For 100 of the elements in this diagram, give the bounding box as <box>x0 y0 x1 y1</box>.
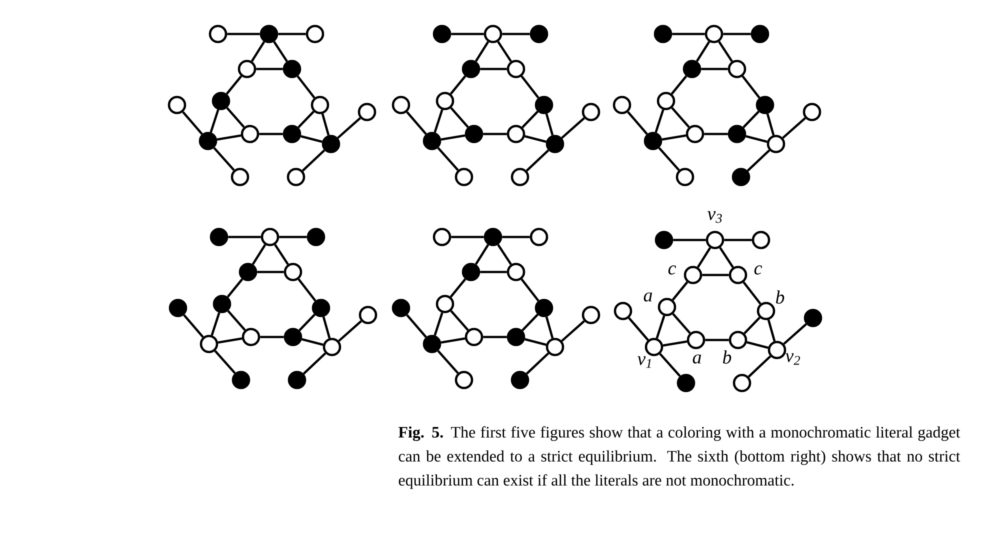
open-vertex <box>506 60 526 78</box>
graph-edge <box>337 117 361 139</box>
graph-edge <box>744 316 760 334</box>
open-vertex <box>614 302 632 320</box>
graph-edge <box>213 147 235 171</box>
graph-edge <box>451 236 484 238</box>
graph-edge <box>696 41 710 62</box>
open-vertex <box>530 228 548 246</box>
open-vertex <box>484 24 502 44</box>
open-vertex <box>432 228 452 246</box>
graph-edge <box>545 316 554 339</box>
graph-edge <box>338 320 362 342</box>
filled-vertex <box>804 308 822 328</box>
vertex-label: v$_{3}$ <box>707 211 722 223</box>
graph-edge <box>480 68 507 70</box>
graph-edge <box>450 278 466 298</box>
graph-edge <box>561 117 585 139</box>
graph-edge <box>450 75 466 95</box>
filled-vertex <box>212 92 230 110</box>
filled-vertex <box>510 370 530 390</box>
graph-edge <box>718 41 733 62</box>
open-vertex <box>230 168 250 186</box>
open-vertex <box>686 124 704 144</box>
open-vertex <box>286 168 306 186</box>
graph-edge <box>502 32 530 36</box>
open-vertex <box>436 92 454 110</box>
graph-edge <box>670 75 688 95</box>
filled-vertex <box>312 298 330 318</box>
graph-edge <box>742 282 762 304</box>
graph-edge <box>252 244 266 265</box>
filled-vertex <box>284 328 302 346</box>
filled-vertex <box>282 60 302 78</box>
filled-vertex <box>484 228 502 246</box>
filled-vertex <box>654 24 672 44</box>
open-vertex <box>768 340 786 360</box>
filled-vertex <box>644 132 662 150</box>
graph-edge <box>257 270 284 274</box>
graph-edge <box>627 111 648 135</box>
open-vertex <box>704 24 724 44</box>
open-vertex <box>766 134 786 154</box>
open-vertex <box>728 266 748 284</box>
filled-vertex <box>322 134 340 154</box>
graph-edge <box>742 110 760 128</box>
filled-vertex <box>534 96 554 114</box>
graph-edge <box>182 111 203 135</box>
filled-vertex <box>530 24 548 44</box>
open-vertex <box>752 230 770 250</box>
graph-edge <box>497 41 512 62</box>
open-vertex <box>322 338 342 356</box>
graph-edge <box>656 315 666 339</box>
graph-edge <box>672 313 691 334</box>
graph-edge <box>662 134 686 141</box>
filled-vertex <box>238 262 258 282</box>
vertex-label: a <box>644 292 652 302</box>
filled-vertex <box>432 24 452 44</box>
filled-vertex <box>392 298 410 318</box>
open-vertex <box>658 298 676 316</box>
filled-vertex <box>306 228 326 246</box>
open-vertex <box>358 306 378 324</box>
filled-vertex <box>750 24 770 44</box>
open-vertex <box>756 302 776 320</box>
filled-vertex <box>682 60 702 78</box>
graph-edge <box>719 247 734 268</box>
graph-edge <box>746 341 768 349</box>
graph-edge <box>259 132 283 136</box>
graph-edge <box>702 274 729 276</box>
filled-vertex <box>732 168 750 186</box>
open-vertex <box>436 294 454 314</box>
graph-edge <box>782 117 806 139</box>
open-vertex <box>358 102 376 122</box>
graph-edge <box>278 32 306 36</box>
open-vertex <box>242 328 260 346</box>
graph-edge <box>522 314 538 332</box>
graph-edge <box>483 336 507 338</box>
graph-edge <box>227 32 260 36</box>
vertex-label: v$_{2}$ <box>785 353 800 365</box>
graph-edge <box>322 316 331 339</box>
graph-edge <box>406 314 427 338</box>
filled-vertex <box>288 370 306 390</box>
graph-edge <box>526 149 550 172</box>
filled-vertex <box>462 262 480 282</box>
open-vertex <box>644 338 664 356</box>
open-vertex <box>306 24 324 44</box>
graph-edge <box>746 135 768 143</box>
graph-edge <box>300 135 322 143</box>
graph-edge <box>227 310 246 331</box>
filled-vertex <box>728 124 746 144</box>
graph-edge <box>502 236 530 238</box>
graph-edge <box>662 340 688 347</box>
open-vertex <box>454 168 474 186</box>
graph-edge <box>250 41 266 62</box>
filled-vertex <box>422 132 442 150</box>
graph-edge <box>497 244 512 265</box>
graph-edge <box>210 109 220 133</box>
open-vertex <box>454 370 474 390</box>
graph-edge <box>766 114 775 136</box>
filled-vertex <box>282 124 302 144</box>
graph-edge <box>451 32 484 36</box>
graph-edge <box>279 236 307 238</box>
graph-edge <box>183 314 204 338</box>
